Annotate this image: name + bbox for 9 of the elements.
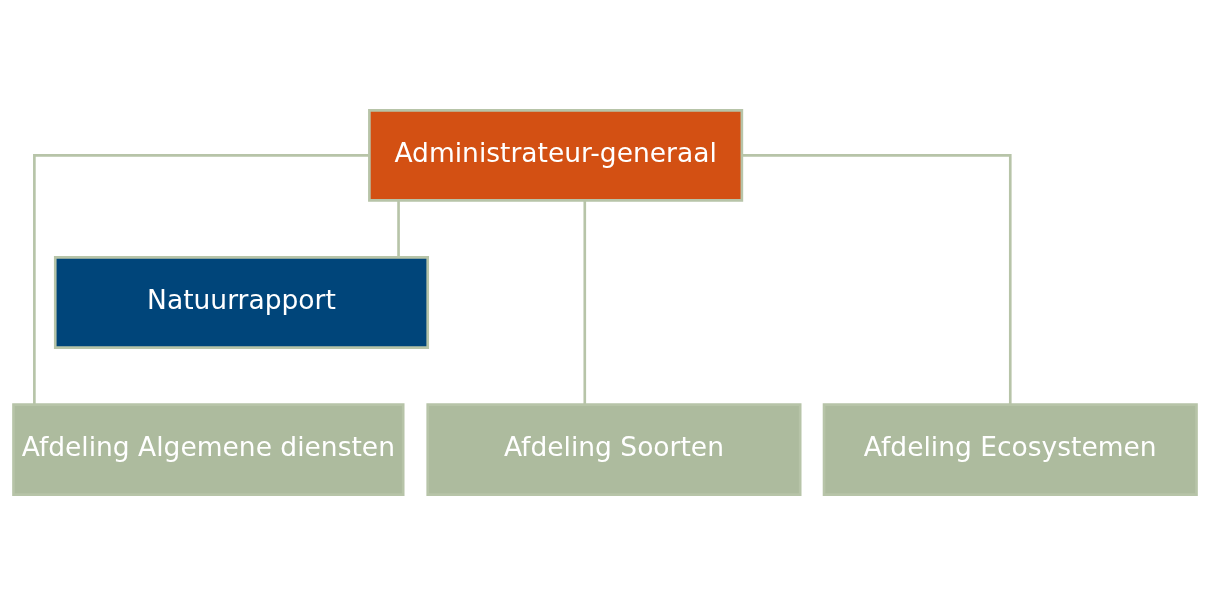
node-box: Afdeling Ecosystemen bbox=[822, 403, 1198, 497]
connector bbox=[33, 154, 370, 405]
node-box: Natuurrapport bbox=[53, 256, 430, 349]
node-box: Afdeling Soorten bbox=[426, 403, 802, 497]
node-box: Administrateur-generaal bbox=[368, 108, 744, 202]
connector bbox=[397, 200, 400, 258]
node-box: Afdeling Algemene diensten bbox=[12, 403, 405, 497]
connector bbox=[741, 154, 1012, 405]
connector bbox=[583, 200, 587, 405]
